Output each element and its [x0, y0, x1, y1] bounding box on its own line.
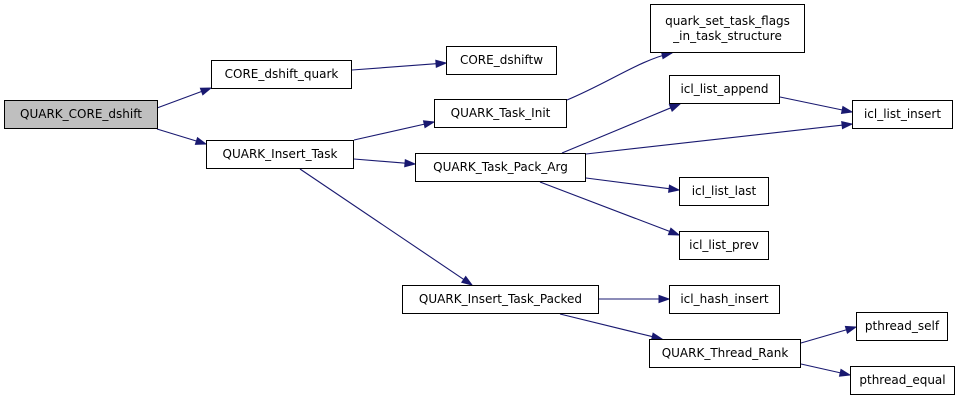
edge-insert-task-packed-to-hash-insert-arrowhead	[658, 294, 671, 304]
edge-task-pack-arg-to-list-append-line	[561, 106, 673, 154]
edge-insert-task-packed-to-thread-rank	[559, 313, 664, 341]
edge-task-pack-arg-to-list-prev	[539, 181, 681, 236]
node-pthread-equal[interactable]: pthread_equal	[850, 366, 955, 395]
edge-root-to-core-dshift-quark-arrowhead	[199, 87, 213, 96]
edge-task-pack-arg-to-list-last-arrowhead	[668, 184, 681, 193]
edge-list-append-to-list-insert-line	[779, 96, 845, 111]
edge-task-pack-arg-to-list-prev-line	[539, 181, 672, 233]
node-quark-task-init[interactable]: QUARK_Task_Init	[434, 99, 567, 128]
edge-insert-task-to-insert-task-packed-line	[299, 168, 466, 281]
edge-task-pack-arg-to-list-append	[561, 103, 682, 154]
node-icl-list-prev[interactable]: icl_list_prev	[679, 231, 769, 260]
node-quark-task-pack-arg[interactable]: QUARK_Task_Pack_Arg	[415, 153, 586, 182]
edge-core-dshift-quark-to-core-dshiftw-arrowhead	[435, 59, 448, 68]
node-core-dshift-quark[interactable]: CORE_dshift_quark	[211, 60, 352, 89]
edge-insert-task-to-task-pack-arg	[353, 158, 417, 168]
edge-thread-rank-to-pthread-equal-line	[800, 363, 843, 374]
node-quark-thread-rank[interactable]: QUARK_Thread_Rank	[649, 339, 801, 368]
node-quark-insert-task-packed[interactable]: QUARK_Insert_Task_Packed	[402, 285, 599, 314]
node-quark-insert-task[interactable]: QUARK_Insert_Task	[206, 140, 354, 169]
edge-task-pack-arg-to-list-last	[585, 177, 681, 193]
edge-core-dshift-quark-to-core-dshiftw-line	[351, 63, 439, 71]
edge-insert-task-to-task-pack-arg-line	[353, 158, 408, 164]
edge-task-init-to-set-task-flags-line	[566, 52, 673, 101]
edge-thread-rank-to-pthread-self-line	[800, 328, 849, 344]
node-quark-set-task-flags[interactable]: quark_set_task_flags _in_task_structure	[650, 4, 805, 53]
edge-insert-task-to-task-init-arrowhead	[422, 120, 436, 129]
node-icl-list-last[interactable]: icl_list_last	[679, 177, 769, 206]
edge-list-append-to-list-insert	[779, 96, 854, 114]
edge-task-pack-arg-to-list-last-line	[585, 177, 672, 190]
node-pthread-self[interactable]: pthread_self	[856, 312, 948, 341]
edge-root-to-insert-task-line	[156, 128, 199, 143]
node-icl-list-insert[interactable]: icl_list_insert	[852, 100, 953, 129]
node-icl-list-append[interactable]: icl_list_append	[669, 75, 780, 104]
edge-task-pack-arg-to-list-append-arrowhead	[668, 103, 682, 112]
edge-insert-task-to-task-pack-arg-arrowhead	[404, 158, 417, 168]
node-core-dshiftw[interactable]: CORE_dshiftw	[446, 46, 557, 75]
node-icl-hash-insert[interactable]: icl_hash_insert	[669, 285, 780, 314]
edge-insert-task-to-task-init	[353, 120, 436, 141]
edge-insert-task-to-insert-task-packed-arrowhead	[460, 275, 474, 286]
edge-task-pack-arg-to-list-insert	[585, 120, 854, 155]
edge-insert-task-to-task-init-line	[353, 123, 427, 141]
edge-root-to-insert-task-arrowhead	[194, 136, 208, 145]
edge-thread-rank-to-pthread-equal-arrowhead	[838, 368, 852, 377]
edge-task-pack-arg-to-list-insert-arrowhead	[841, 120, 854, 130]
edge-thread-rank-to-pthread-self	[800, 325, 858, 344]
edge-core-dshift-quark-to-core-dshiftw	[351, 59, 448, 71]
edge-root-to-insert-task	[156, 128, 208, 145]
edge-task-pack-arg-to-list-insert-line	[585, 124, 845, 155]
edge-insert-task-packed-to-thread-rank-line	[559, 313, 655, 338]
edge-task-pack-arg-to-list-prev-arrowhead	[667, 227, 681, 236]
edge-insert-task-packed-to-hash-insert	[599, 294, 671, 304]
edge-list-append-to-list-insert-arrowhead	[840, 105, 854, 114]
edge-thread-rank-to-pthread-equal	[800, 363, 852, 377]
edge-thread-rank-to-pthread-self-arrowhead	[844, 325, 858, 335]
edge-root-to-core-dshift-quark-line	[156, 90, 204, 109]
edge-root-to-core-dshift-quark	[156, 87, 213, 109]
node-quark-core-dshift: QUARK_CORE_dshift	[4, 100, 158, 129]
edge-task-init-to-set-task-flags	[566, 51, 674, 101]
edge-insert-task-to-insert-task-packed	[299, 168, 474, 286]
